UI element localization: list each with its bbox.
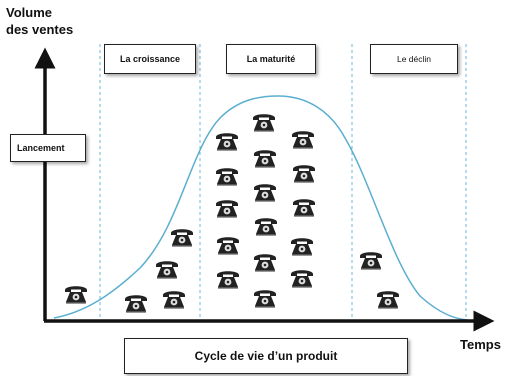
- telephone-icon: [216, 168, 238, 186]
- telephone-icon: [217, 271, 239, 289]
- telephone-icon: [292, 131, 314, 149]
- phase-label-maturity: La maturité: [226, 44, 316, 74]
- telephone-icon: [216, 133, 238, 151]
- diagram-caption: Cycle de vie d’un produit: [124, 338, 408, 374]
- telephone-icon: [254, 290, 276, 308]
- x-axis-title: Temps: [460, 337, 501, 352]
- telephone-icon: [254, 254, 276, 272]
- telephone-icon: [291, 238, 313, 256]
- life-cycle-curve: [53, 95, 469, 321]
- telephone-icon: [253, 114, 275, 132]
- telephone-icon: [254, 184, 276, 202]
- y-axis-title-line1: Volume: [6, 5, 52, 20]
- telephone-icon: [217, 237, 239, 255]
- telephone-icon: [163, 291, 185, 309]
- telephone-icon: [291, 270, 313, 288]
- telephone-icon: [216, 200, 238, 218]
- telephone-icon: [377, 291, 399, 309]
- telephone-icon: [293, 165, 315, 183]
- telephone-icon: [255, 218, 277, 236]
- phase-label-growth: La croissance: [104, 44, 196, 74]
- telephone-icon: [293, 199, 315, 217]
- y-axis-title-line2: des ventes: [6, 22, 74, 37]
- telephone-icon: [171, 229, 193, 247]
- phase-label-decline: Le déclin: [370, 44, 458, 74]
- y-axis-title: Volume des ventes: [6, 4, 116, 38]
- telephone-icon: [156, 261, 178, 279]
- telephone-icon: [65, 286, 87, 304]
- phase-label-launch: Lancement: [10, 134, 86, 162]
- telephone-icon: [125, 295, 147, 313]
- telephone-icon: [360, 252, 382, 270]
- telephone-icon: [254, 150, 276, 168]
